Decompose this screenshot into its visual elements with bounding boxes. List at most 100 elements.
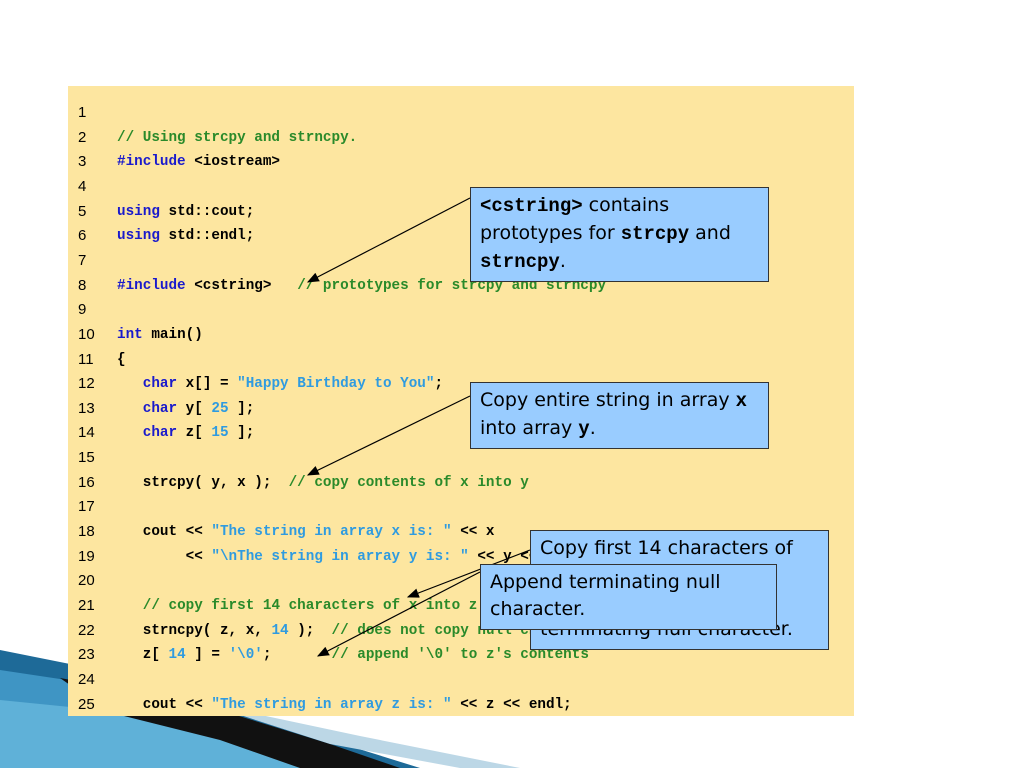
code-token: std::endl; xyxy=(159,228,255,245)
code-line: 3#include <iostream> xyxy=(68,150,854,175)
line-number: 6 xyxy=(78,227,87,245)
code-token: ; xyxy=(434,376,444,393)
literal-token: "The string in array z is: " xyxy=(211,696,452,713)
line-number: 2 xyxy=(78,128,87,146)
line-number: 20 xyxy=(78,572,95,590)
line-number: 18 xyxy=(78,523,95,541)
line-number: 10 xyxy=(78,325,95,343)
callout-copy-entire-y: y xyxy=(578,418,590,440)
literal-token: "\nThe string in array y is: " xyxy=(211,548,469,565)
code-source: using std::endl; xyxy=(117,224,254,249)
code-token: <iostream> xyxy=(185,154,281,171)
line-number: 4 xyxy=(78,177,87,195)
code-source: z[ 14 ] = '\0'; // append '\0' to z's co… xyxy=(117,643,589,668)
code-token: x[] = xyxy=(177,376,238,393)
line-number: 8 xyxy=(78,276,87,294)
line-number: 25 xyxy=(78,695,95,713)
line-number: 24 xyxy=(78,670,95,688)
code-token: std::cout; xyxy=(159,203,255,220)
callout-cstring-strncpy: strncpy xyxy=(480,251,560,273)
line-number: 15 xyxy=(78,449,95,467)
code-line: 1 xyxy=(68,101,854,126)
code-token: ); xyxy=(288,622,332,639)
code-source: char x[] = "Happy Birthday to You"; xyxy=(117,372,443,397)
code-source: int main() xyxy=(117,323,203,348)
keyword-token: char xyxy=(142,376,178,393)
callout-copy-entire-x: x xyxy=(735,390,748,412)
line-number: 16 xyxy=(78,473,95,491)
code-line: 17 xyxy=(68,495,854,520)
code-token: ; xyxy=(262,647,332,664)
code-line: 20 xyxy=(68,569,854,594)
line-number: 19 xyxy=(78,547,95,565)
code-source: { xyxy=(117,348,126,373)
line-number: 11 xyxy=(78,350,94,368)
literal-token: 15 xyxy=(211,425,229,442)
line-number: 23 xyxy=(78,646,95,664)
line-number: 17 xyxy=(78,498,95,516)
callout-cstring-text3: . xyxy=(559,250,566,272)
code-token xyxy=(117,425,143,441)
code-source: cout << "The string in array z is: " << … xyxy=(117,693,572,718)
line-number: 14 xyxy=(78,424,95,442)
callout-copy-entire-text1: Copy entire string in array xyxy=(480,389,736,411)
comment-token: // copy contents of x into y xyxy=(288,474,529,491)
code-token: z[ xyxy=(117,647,169,664)
literal-token: '\0' xyxy=(228,647,263,664)
code-line: 6 using std::endl; xyxy=(68,224,854,249)
code-source: // Using strcpy and strncpy. xyxy=(117,126,357,151)
code-line: 5 using std::cout; xyxy=(68,200,854,225)
code-token xyxy=(117,376,143,392)
line-number: 13 xyxy=(78,399,95,417)
code-line: 18 cout << "The string in array x is: " … xyxy=(68,520,854,545)
code-line: 4 xyxy=(68,175,854,200)
code-token xyxy=(117,598,143,614)
keyword-token: char xyxy=(142,425,178,442)
code-token: ]; xyxy=(228,425,255,442)
code-token: { xyxy=(117,351,126,368)
line-number: 21 xyxy=(78,597,95,614)
callout-copy-entire-text3: . xyxy=(589,417,596,439)
code-source: using std::cout; xyxy=(117,200,254,225)
line-number: 1 xyxy=(78,104,87,121)
keyword-token: char xyxy=(142,400,178,417)
keyword-token: #include xyxy=(117,154,186,171)
code-line: 14 char z[ 15 ]; xyxy=(68,421,854,446)
code-source: cout << "The string in array x is: " << … xyxy=(117,520,495,545)
code-token: <cstring> xyxy=(185,277,298,294)
code-line: 16 strcpy( y, x ); // copy contents of x… xyxy=(68,471,854,496)
code-line: 15 xyxy=(68,446,854,471)
line-number: 22 xyxy=(78,621,95,639)
code-token: << xyxy=(117,548,212,565)
code-token: ]; xyxy=(228,400,255,417)
code-token xyxy=(117,401,143,417)
code-line: 13 char y[ 25 ]; xyxy=(68,397,854,422)
code-token: y[ xyxy=(177,400,212,417)
code-token: main() xyxy=(142,326,203,343)
line-number: 5 xyxy=(78,202,87,220)
code-source: #include <iostream> xyxy=(117,150,280,175)
line-number: 7 xyxy=(78,251,87,269)
code-line: 9 xyxy=(68,298,854,323)
literal-token: "Happy Birthday to You" xyxy=(237,376,435,393)
callout-cstring-text1: contains prototypes for xyxy=(480,194,670,244)
callout-cstring: <cstring> contains prototypes for strcpy… xyxy=(470,187,769,282)
code-line: 7 xyxy=(68,249,854,274)
code-source: strcpy( y, x ); // copy contents of x in… xyxy=(117,471,529,496)
code-line: 11 { xyxy=(68,348,854,373)
literal-token: "The string in array x is: " xyxy=(211,524,452,541)
literal-token: 25 xyxy=(211,400,229,417)
callout-cstring-header: <cstring> xyxy=(480,195,583,217)
code-source: char y[ 25 ]; xyxy=(117,397,255,422)
code-line: 12 char x[] = "Happy Birthday to You"; xyxy=(68,372,854,397)
code-line: 10 int main() xyxy=(68,323,854,348)
code-token: strcpy( y, x ); xyxy=(117,474,289,491)
line-number: 9 xyxy=(78,301,87,319)
code-token: cout << xyxy=(117,524,212,541)
callout-cstring-text2: and xyxy=(689,222,731,244)
code-token: ] = xyxy=(185,647,229,664)
code-source: char z[ 15 ]; xyxy=(117,421,255,446)
keyword-token: #include xyxy=(117,277,186,294)
code-token: << z << endl; xyxy=(451,696,572,713)
keyword-token: int xyxy=(117,326,143,343)
